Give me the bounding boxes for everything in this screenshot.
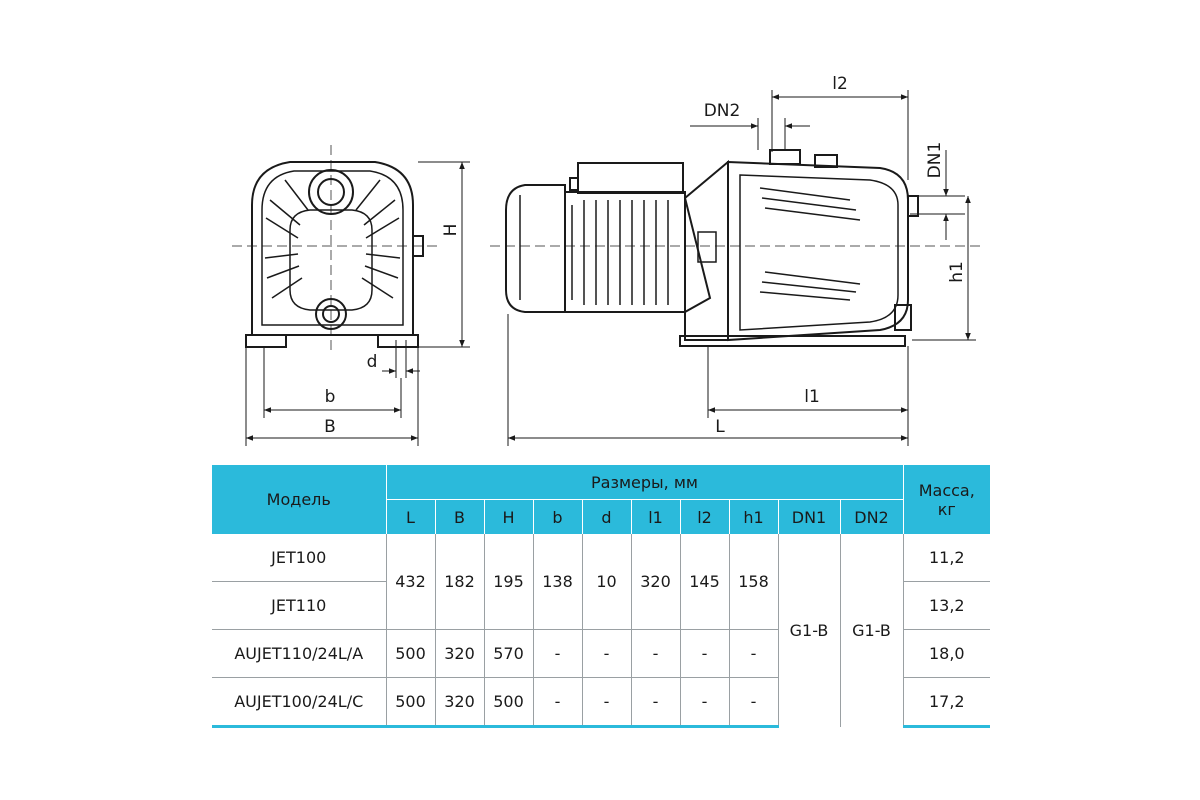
dim-DN2-cell: G1-B [840,534,904,727]
pump-dimension-drawing: H d b B [232,74,985,446]
dim-b-cell: - [533,677,583,728]
label-L: L [715,417,725,437]
label-b: b [325,387,336,407]
mass-cell: 17,2 [903,677,991,728]
mass-cell: 11,2 [903,534,991,582]
dim-l1-cell: - [631,677,681,728]
label-H: H [441,224,461,237]
header-col-l1: l1 [631,499,681,534]
front-view-dimensions [245,161,470,446]
header-col-d: d [582,499,632,534]
front-view [232,145,440,378]
header-col-l2: l2 [680,499,730,534]
dim-b-cell: - [533,629,583,678]
dim-d-cell: 10 [582,534,632,630]
label-l2: l2 [832,74,848,94]
header-dimensions: Размеры, мм [386,465,904,500]
model-cell: AUJET110/24L/A [212,629,387,678]
dim-h1-cell: - [729,629,779,678]
dim-B-cell: 182 [435,534,485,630]
model-cell: JET110 [212,581,387,630]
header-col-B: B [435,499,485,534]
label-d: d [367,352,378,372]
model-cell: AUJET100/24L/C [212,677,387,728]
dim-H-cell: 500 [484,677,534,728]
label-B: B [324,417,336,437]
header-col-DN1: DN1 [778,499,841,534]
dim-l2-cell: 145 [680,534,730,630]
label-DN2: DN2 [704,101,741,121]
header-model: Модель [212,465,387,534]
side-view-dimensions [507,90,976,446]
dim-L-cell: 500 [386,677,436,728]
table-row: AUJET100/24L/C 500 320 500 - - - - - 17,… [212,677,991,728]
table-row: JET110 13,2 [212,581,991,630]
dim-L-cell: 500 [386,629,436,678]
dim-DN1-cell: G1-B [778,534,841,727]
dim-b-cell: 138 [533,534,583,630]
dim-h1-cell: 158 [729,534,779,630]
mass-cell: 18,0 [903,629,991,678]
header-col-b: b [533,499,583,534]
dim-H-cell: 570 [484,629,534,678]
label-l1: l1 [804,387,820,407]
header-col-DN2: DN2 [840,499,904,534]
dim-H-cell: 195 [484,534,534,630]
dim-B-cell: 320 [435,629,485,678]
mass-cell: 13,2 [903,581,991,630]
header-mass-line2: кг [937,499,956,519]
side-view [490,149,985,347]
table-row: AUJET110/24L/A 500 320 570 - - - - - 18,… [212,629,991,678]
label-DN1: DN1 [925,142,945,179]
dim-d-cell: - [582,629,632,678]
dim-L-cell: 432 [386,534,436,630]
dim-l2-cell: - [680,629,730,678]
header-col-H: H [484,499,534,534]
header-mass: Масса, кг [903,465,991,534]
dim-l1-cell: - [631,629,681,678]
specifications-table: Модель Размеры, мм Масса, кг L B H b d l… [212,465,991,728]
dim-l2-cell: - [680,677,730,728]
header-col-h1: h1 [729,499,779,534]
dim-l1-cell: 320 [631,534,681,630]
header-mass-line1: Масса, [918,480,975,500]
header-col-L: L [386,499,436,534]
model-cell: JET100 [212,534,387,582]
table-row: JET100 432 182 195 138 10 320 145 158 G1… [212,534,991,727]
dim-d-cell: - [582,677,632,728]
table-header: Модель Размеры, мм Масса, кг L B H b d l… [212,465,991,534]
table-body: JET100 432 182 195 138 10 320 145 158 G1… [212,534,991,728]
label-h1: h1 [947,261,967,283]
dim-h1-cell: - [729,677,779,728]
dim-B-cell: 320 [435,677,485,728]
